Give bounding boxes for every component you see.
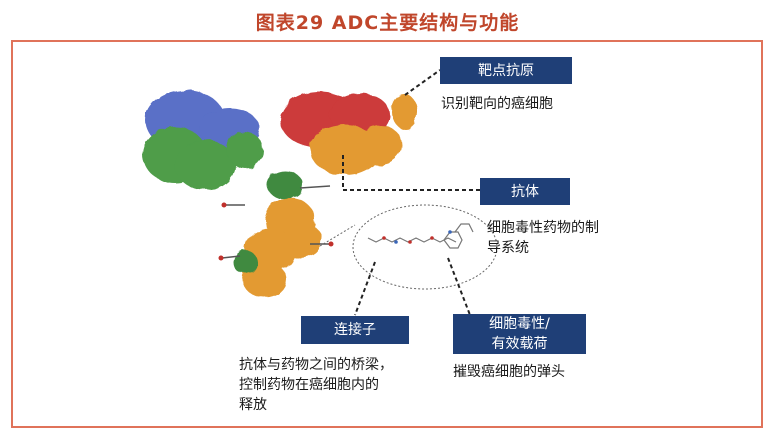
figure-title: 图表29 ADC主要结构与功能 bbox=[255, 12, 520, 34]
figure-frame bbox=[11, 40, 763, 428]
linker-payload-molecule bbox=[367, 223, 474, 249]
desc-linker: 抗体与药物之间的桥梁， 控制药物在癌细胞内的 释放 bbox=[239, 357, 393, 413]
label-payload: 细胞毒性/ 有效载荷 bbox=[453, 314, 586, 354]
leader-linker bbox=[354, 261, 376, 316]
target-antigen-molecule bbox=[392, 95, 418, 129]
antibody-right-arm bbox=[280, 92, 402, 175]
label-linker: 连接子 bbox=[301, 316, 409, 344]
antibody-left-arm bbox=[143, 90, 263, 190]
zoom-ellipse bbox=[352, 204, 498, 290]
drug-end-dots bbox=[218, 202, 334, 261]
desc-target-antigen: 识别靶向的癌细胞 bbox=[441, 96, 553, 112]
conjugated-drugs bbox=[221, 185, 331, 259]
zoom-connector bbox=[319, 224, 356, 247]
desc-antibody: 细胞毒性药物的制 导系统 bbox=[487, 220, 599, 256]
label-antibody: 抗体 bbox=[480, 178, 570, 205]
label-target-antigen: 靶点抗原 bbox=[440, 57, 572, 84]
molecule-atoms bbox=[382, 236, 434, 244]
leader-target-antigen bbox=[404, 69, 441, 96]
leader-payload bbox=[447, 257, 471, 316]
antibody-fc-region bbox=[233, 171, 322, 298]
desc-payload: 摧毁癌细胞的弹头 bbox=[453, 364, 565, 380]
leader-antibody bbox=[342, 155, 480, 191]
